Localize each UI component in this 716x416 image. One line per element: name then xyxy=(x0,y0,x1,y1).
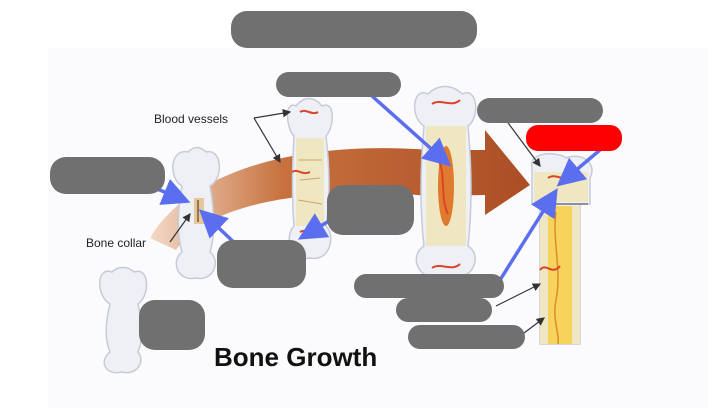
spongy-bone-shaft xyxy=(296,138,324,226)
diagram-title: Bone Growth xyxy=(214,342,378,372)
hidden-label-top xyxy=(231,11,477,48)
hidden-label-middle xyxy=(327,185,414,235)
bone-collar xyxy=(194,198,204,224)
hidden-label-ossification xyxy=(276,72,401,97)
marrow-cavity-stage xyxy=(413,85,477,279)
epiphysis-spongy-bone xyxy=(534,172,588,202)
hidden-label-cartilage xyxy=(139,300,205,350)
hidden-label-collar xyxy=(217,240,306,288)
hidden-label-left xyxy=(50,157,165,194)
hidden-label-compact xyxy=(396,298,492,322)
hidden-label-marrow xyxy=(354,274,504,298)
blood-vessel xyxy=(291,169,311,175)
hidden-label-epiphysis xyxy=(477,98,603,123)
highlighted-label[interactable] xyxy=(526,125,622,151)
bone-marrow xyxy=(548,206,572,344)
cartilage-model xyxy=(99,266,148,374)
blood-vessels-label: Blood vessels xyxy=(154,112,229,126)
hidden-label-periosteum xyxy=(408,325,525,349)
bone-collar-stage xyxy=(172,146,220,280)
bone-collar-label: Bone collar xyxy=(86,236,147,250)
